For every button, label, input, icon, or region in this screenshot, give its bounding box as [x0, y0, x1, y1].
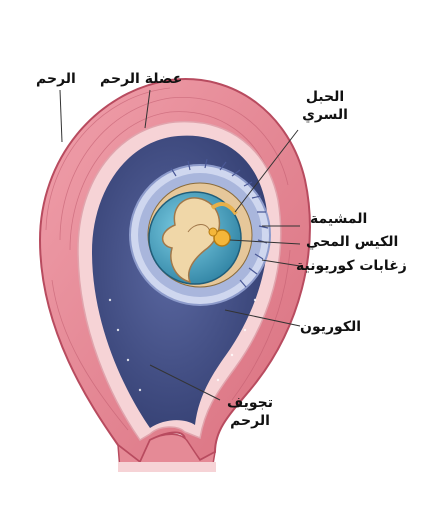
label-umbilical-cord-line2: السري — [290, 106, 360, 124]
label-uterine-cavity-line1: تجويف — [215, 394, 285, 412]
label-uterine-cavity: تجويف الرحم — [215, 394, 285, 430]
label-myometrium: عضلة الرحم — [100, 70, 182, 88]
label-umbilical-cord-line1: الحبل — [290, 88, 360, 106]
label-uterine-cavity-line2: الرحم — [215, 412, 285, 430]
label-uterus: الرحم — [36, 70, 76, 88]
label-umbilical-cord: الحبل السري — [290, 88, 360, 124]
cervix-base — [118, 462, 216, 472]
label-placenta: المشيمة — [310, 210, 367, 228]
label-yolk-sac: الكيس المحي — [306, 233, 398, 251]
label-chorionic-villi: زغابات كوريونية — [296, 257, 407, 275]
label-chorion: الكوريون — [300, 318, 361, 336]
